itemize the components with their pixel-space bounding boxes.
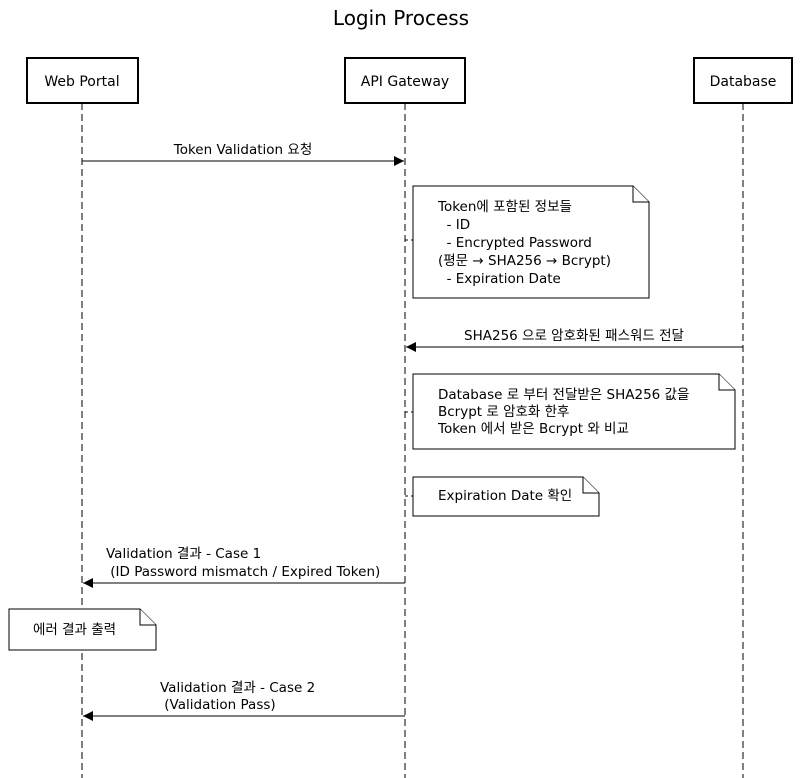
message-label: (Validation Pass) bbox=[160, 697, 276, 713]
message-result-case2: Validation 결과 - Case 2 (Validation Pass) bbox=[83, 680, 405, 721]
note-line: Expiration Date 확인 bbox=[438, 488, 572, 504]
note-expiration: Expiration Date 확인 bbox=[405, 476, 600, 517]
note-bcrypt-compare: Database 로 부터 전달받은 SHA256 값을 Bcrypt 로 암호… bbox=[405, 373, 736, 450]
note-line: - Expiration Date bbox=[438, 271, 561, 287]
note-line: Database 로 부터 전달받은 SHA256 값을 bbox=[438, 387, 689, 403]
participant-label: Web Portal bbox=[44, 74, 119, 90]
note-line: (평문 → SHA256 → Bcrypt) bbox=[438, 253, 611, 269]
note-line: Token 에서 받은 Bcrypt 와 비교 bbox=[437, 421, 629, 437]
participant-label: Database bbox=[710, 74, 777, 90]
message-label: Validation 결과 - Case 2 bbox=[160, 680, 315, 696]
note-line: - ID bbox=[438, 217, 470, 233]
participant-web-portal: Web Portal bbox=[26, 57, 139, 104]
diagram-title: Login Process bbox=[333, 6, 469, 30]
note-token-info: Token에 포함된 정보들 - ID - Encrypted Password… bbox=[405, 185, 650, 299]
participant-api-gateway: API Gateway bbox=[344, 57, 466, 104]
participant-database: Database bbox=[693, 57, 793, 104]
message-label: SHA256 으로 암호화된 패스워드 전달 bbox=[464, 328, 684, 344]
participant-label: API Gateway bbox=[361, 74, 449, 90]
message-token-validation: Token Validation 요청 bbox=[82, 142, 404, 166]
message-result-case1: Validation 결과 - Case 1 (ID Password mism… bbox=[83, 546, 405, 588]
note-line: Bcrypt 로 암호화 한후 bbox=[438, 404, 569, 420]
message-label: Validation 결과 - Case 1 bbox=[106, 546, 261, 562]
message-label: (ID Password mismatch / Expired Token) bbox=[106, 564, 380, 580]
message-label: Token Validation 요청 bbox=[173, 142, 313, 158]
note-line: - Encrypted Password bbox=[438, 235, 592, 251]
note-line: 에러 결과 출력 bbox=[33, 622, 116, 638]
note-error-output: 에러 결과 출력 bbox=[8, 608, 157, 651]
note-line: Token에 포함된 정보들 bbox=[437, 199, 572, 215]
message-sha256: SHA256 으로 암호화된 패스워드 전달 bbox=[406, 328, 743, 352]
